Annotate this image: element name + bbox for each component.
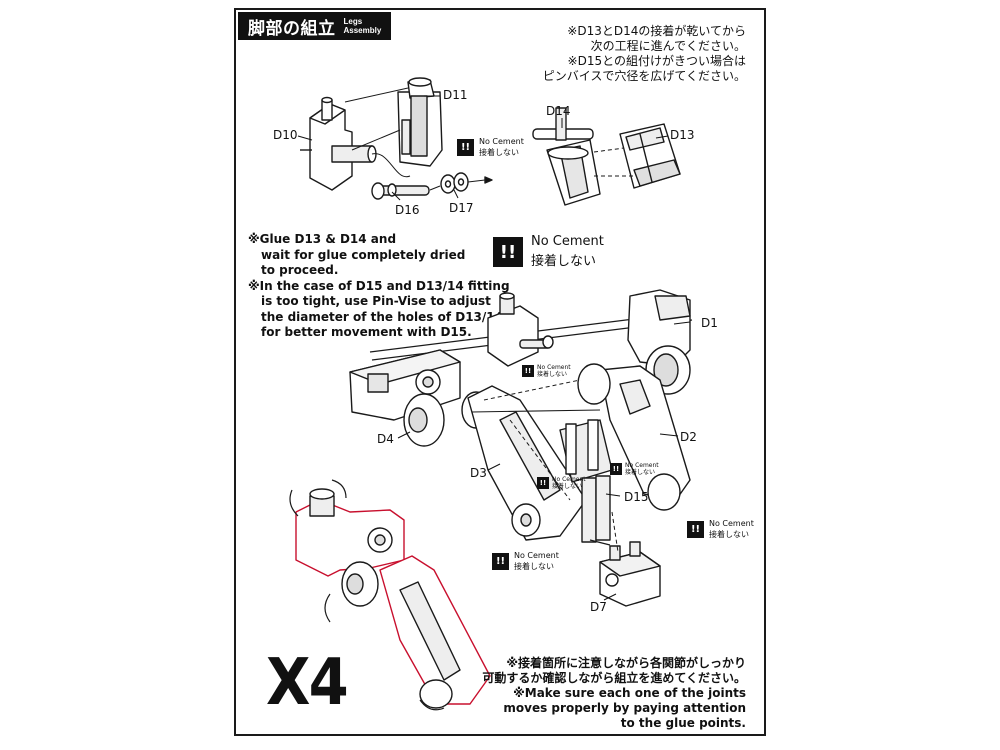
joint-note-jp: ※接着箇所に注意しながら各関節がしっかり 可動するか確認しながら組立を進めてくだ… <box>482 656 746 685</box>
part-label-d7: D7 <box>590 600 607 614</box>
warning-icon: !! <box>457 138 474 156</box>
glue-note-en: ※Glue D13 & D14 and wait for glue comple… <box>248 232 510 339</box>
part-label-d11: D11 <box>443 88 468 102</box>
completed-leg-drawing <box>289 479 491 711</box>
warning-icon: !! <box>522 365 534 377</box>
part-d14-drawing <box>532 107 601 206</box>
part-d1-drawing <box>627 289 691 395</box>
part-label-d13: D13 <box>670 128 695 142</box>
part-d3-drawing <box>467 385 587 541</box>
d10-joint-center <box>487 292 554 367</box>
part-d16-drawing <box>371 182 430 200</box>
part-label-d16: D16 <box>395 203 420 217</box>
part-label-d15: D15 <box>624 490 649 504</box>
glue-note-jp: ※D13とD14の接着が乾いてから 次の工程に進んでください。 ※D15との組付… <box>542 24 746 83</box>
part-d7-drawing <box>599 541 661 607</box>
part-d11-drawing <box>397 77 443 167</box>
warning-icon: !! <box>493 237 523 267</box>
part-label-d10: D10 <box>273 128 298 142</box>
part-label-d17: D17 <box>449 201 474 215</box>
part-d10-drawing <box>300 96 377 191</box>
warning-icon: !! <box>537 477 549 489</box>
warning-icon: !! <box>687 520 704 538</box>
quantity-label: X4 <box>266 646 349 720</box>
section-title-bar: 脚部の組立 Legs Assembly <box>238 12 391 40</box>
part-label-d4: D4 <box>377 432 394 446</box>
part-d17-drawing <box>440 172 469 194</box>
part-d13-drawing <box>619 123 681 189</box>
warning-icon: !! <box>492 552 509 570</box>
part-label-d3: D3 <box>470 466 487 480</box>
section-title-en: Legs Assembly <box>343 17 382 35</box>
part-d15-drawing <box>559 419 613 546</box>
part-d2-drawing <box>577 363 691 511</box>
section-title-jp: 脚部の組立 <box>248 18 336 39</box>
part-label-d1: D1 <box>701 316 718 330</box>
joint-note-en: ※Make sure each one of the joints moves … <box>503 686 746 730</box>
warning-icon: !! <box>610 463 622 475</box>
part-label-d14: D14 <box>546 104 571 118</box>
part-label-d2: D2 <box>680 430 697 444</box>
